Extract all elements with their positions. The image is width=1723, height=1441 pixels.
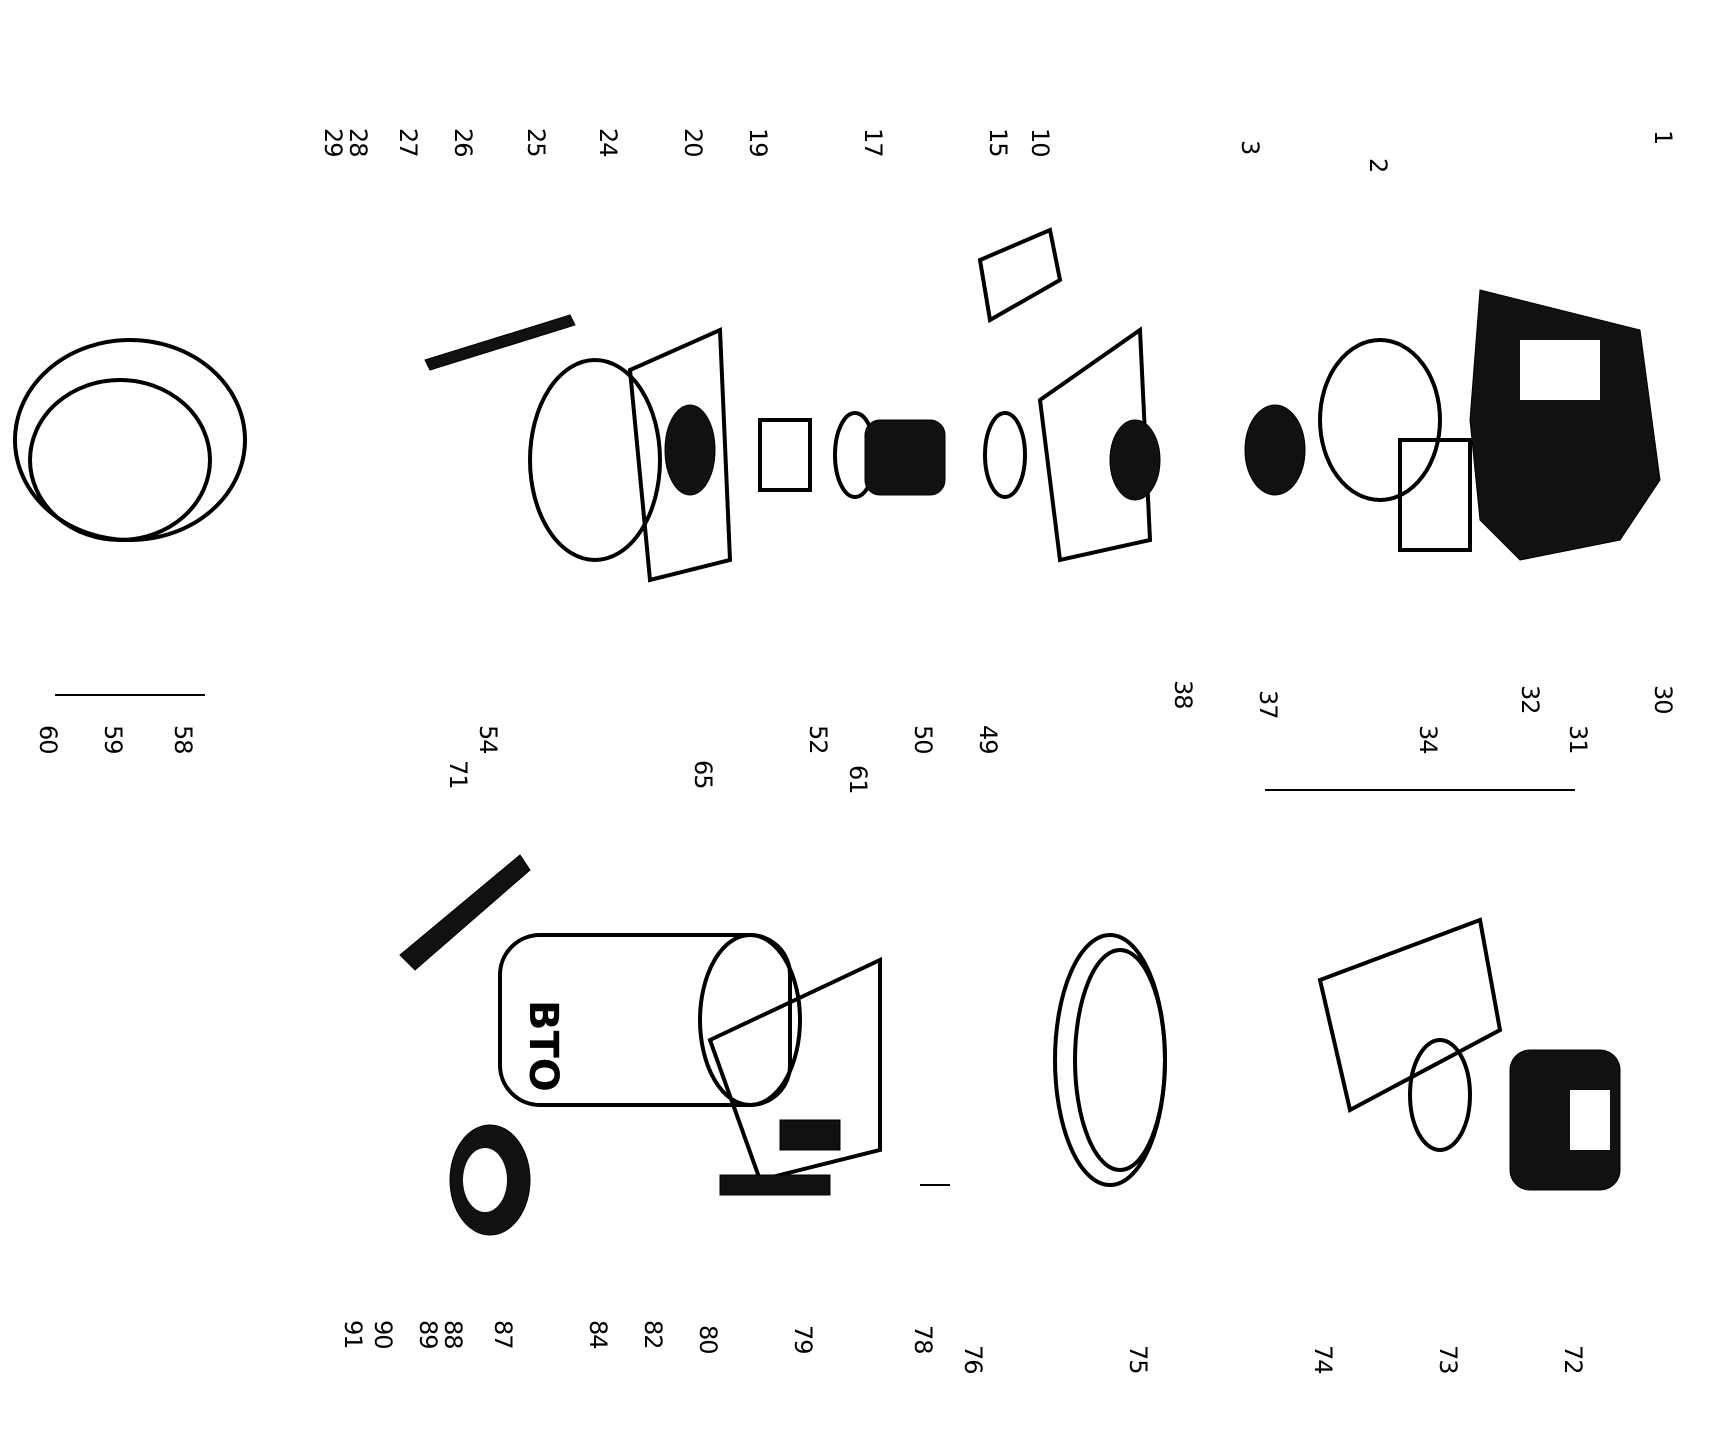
part-label: 17 bbox=[859, 128, 887, 157]
part-label: 15 bbox=[984, 128, 1012, 157]
part-label: 1 bbox=[1649, 130, 1677, 145]
part-label: 76 bbox=[959, 1345, 987, 1374]
part-label: 88 bbox=[439, 1320, 467, 1349]
motor-housing bbox=[1318, 338, 1472, 552]
part-label: 73 bbox=[1434, 1345, 1462, 1374]
part-label: 34 bbox=[1414, 725, 1442, 754]
part-label: 54 bbox=[474, 725, 502, 754]
part-label: 61 bbox=[844, 765, 872, 794]
part-label: 3 bbox=[1236, 140, 1264, 155]
part-label: 79 bbox=[789, 1325, 817, 1354]
part-label: 87 bbox=[489, 1320, 517, 1349]
part-label: 2 bbox=[1364, 158, 1392, 173]
part-label: 32 bbox=[1516, 685, 1544, 714]
part-label: 38 bbox=[1169, 680, 1197, 709]
part-label: 30 bbox=[1649, 685, 1677, 714]
part-label: 72 bbox=[1559, 1345, 1587, 1374]
leader-lines bbox=[55, 694, 1575, 1186]
part-label: 19 bbox=[744, 128, 772, 157]
part-label: 80 bbox=[694, 1325, 722, 1354]
part-label: 65 bbox=[689, 760, 717, 789]
brand-marking: BTO bbox=[520, 1000, 566, 1092]
part-label: 75 bbox=[1124, 1345, 1152, 1374]
part-label: 49 bbox=[974, 725, 1002, 754]
part-label: 28 bbox=[344, 128, 372, 157]
part-label: 71 bbox=[444, 760, 472, 789]
part-label: 90 bbox=[369, 1320, 397, 1349]
deflector-plate bbox=[424, 314, 576, 371]
hose bbox=[13, 338, 247, 542]
part-label: 91 bbox=[339, 1320, 367, 1349]
tank-lid bbox=[528, 326, 733, 583]
part-label: 37 bbox=[1254, 690, 1282, 719]
head-cover bbox=[1469, 289, 1661, 561]
dolly-frame bbox=[707, 956, 882, 1183]
part-label: 29 bbox=[319, 128, 347, 157]
part-label: 10 bbox=[1026, 128, 1054, 157]
cartridge-filter bbox=[1509, 1049, 1621, 1191]
part-label: 89 bbox=[414, 1320, 442, 1349]
foam-sleeve bbox=[1317, 917, 1503, 1113]
valve-assembly bbox=[719, 1119, 841, 1196]
part-label: 27 bbox=[394, 128, 422, 157]
part-label: 78 bbox=[909, 1325, 937, 1354]
part-label: 59 bbox=[99, 725, 127, 754]
part-label: 50 bbox=[909, 725, 937, 754]
handle-bar bbox=[399, 854, 531, 971]
caster-wheel bbox=[449, 1124, 531, 1236]
part-label: 24 bbox=[594, 128, 622, 157]
motor-cover bbox=[758, 418, 812, 492]
part-label: 58 bbox=[169, 725, 197, 754]
part-label: 74 bbox=[1309, 1345, 1337, 1374]
motor-fan bbox=[1244, 404, 1306, 496]
filter-cap bbox=[1408, 1038, 1472, 1152]
part-label: 82 bbox=[639, 1320, 667, 1349]
part-label: 25 bbox=[522, 128, 550, 157]
part-label: 52 bbox=[804, 725, 832, 754]
motor-mount-plate bbox=[1037, 326, 1161, 563]
float-cage bbox=[664, 404, 716, 496]
switch-assembly bbox=[977, 227, 1063, 324]
part-label: 20 bbox=[679, 128, 707, 157]
motor bbox=[864, 419, 946, 496]
tank: BTO bbox=[498, 933, 802, 1107]
part-label: 60 bbox=[34, 725, 62, 754]
part-label: 84 bbox=[584, 1320, 612, 1349]
part-label: 26 bbox=[449, 128, 477, 157]
part-label: 31 bbox=[1564, 725, 1592, 754]
power-cord bbox=[1053, 933, 1167, 1187]
